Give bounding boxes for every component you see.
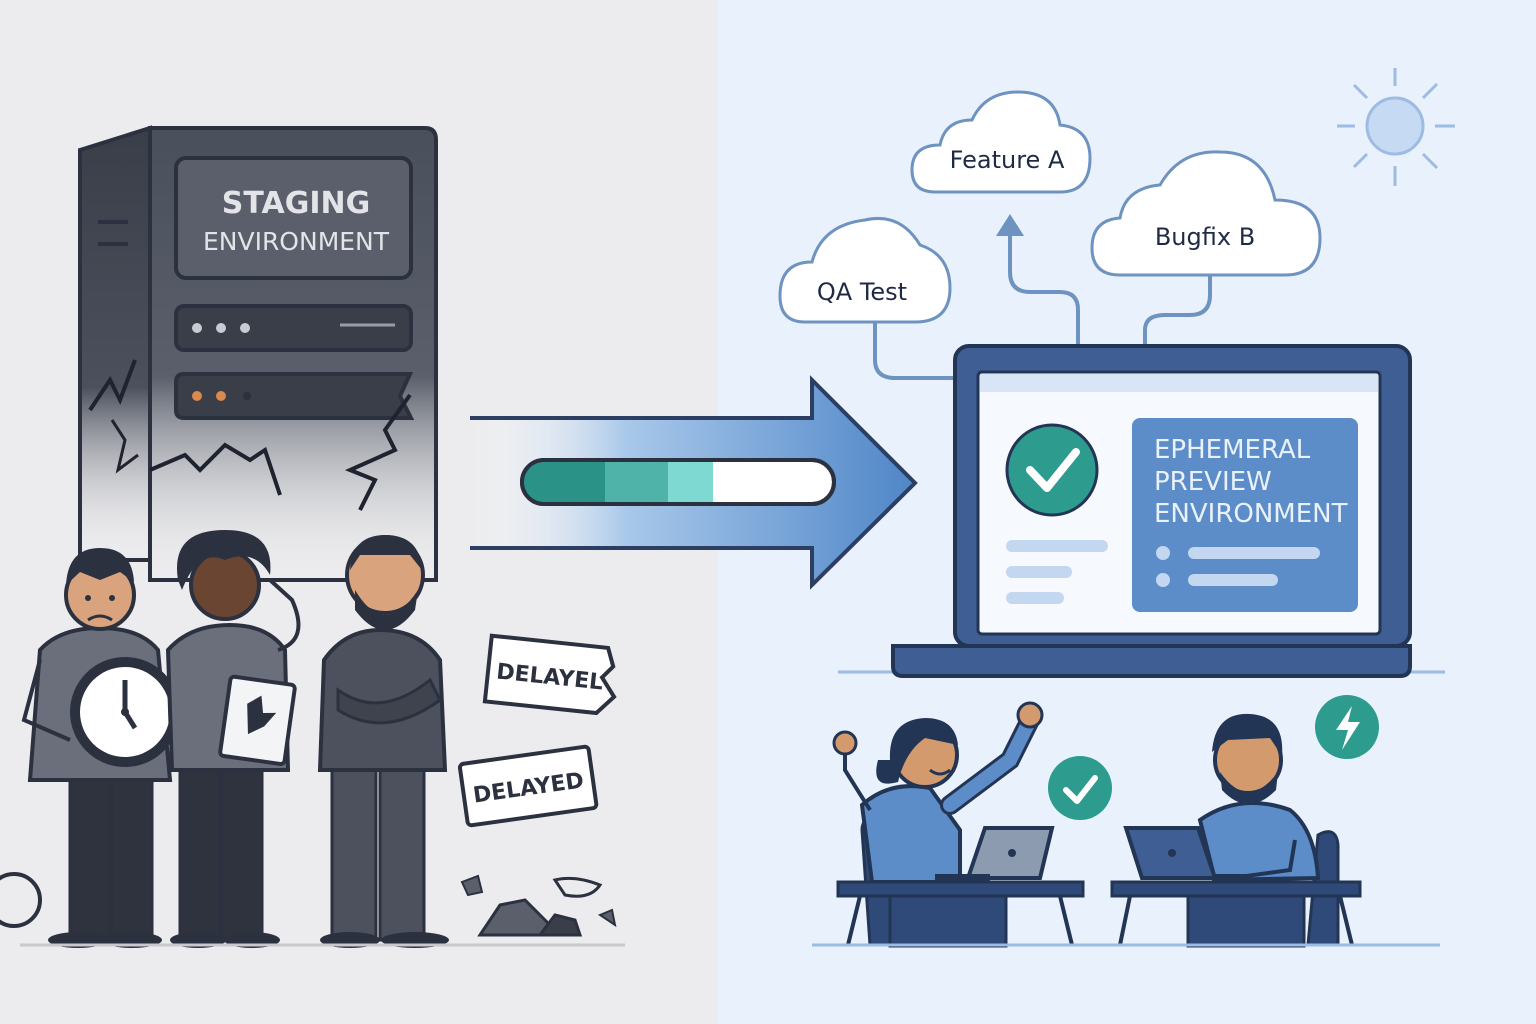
arrow-up-icon (996, 214, 1024, 236)
preview-laptop: EPHEMERAL PREVIEW ENVIRONMENT (838, 344, 1445, 678)
cloud-connectors (873, 230, 1212, 380)
cloud-qa-test-label: QA Test (817, 278, 907, 306)
person-with-clock (21, 548, 180, 948)
cloud-feature-a: Feature A (910, 90, 1092, 194)
progress-bar (520, 458, 836, 506)
person-with-broken-tablet (165, 530, 301, 948)
checkmark-icon (1048, 756, 1112, 820)
progress-segment-2 (605, 462, 668, 502)
delayed-badge: DELAYED (457, 744, 599, 828)
rubble (0, 872, 617, 937)
preview-title-line2: PREVIEW (1154, 467, 1272, 497)
preview-title-line3: ENVIRONMENT (1154, 499, 1348, 529)
delayed-badge-torn: DELAYEL (482, 633, 617, 716)
preview-title-line1: EPHEMERAL (1154, 435, 1311, 465)
lightning-icon (1315, 695, 1379, 759)
staging-title-line2: ENVIRONMENT (203, 227, 390, 256)
cloud-feature-a-label: Feature A (950, 146, 1065, 174)
desk-right (1110, 826, 1362, 948)
crack-2 (149, 442, 282, 496)
drive-bay-1 (174, 304, 413, 352)
cloud-bugfix-b-label: Bugfix B (1155, 223, 1255, 251)
staging-label-panel (174, 156, 413, 280)
cloud-qa-test: QA Test (778, 216, 952, 324)
crack-1 (88, 359, 137, 412)
crack-3 (344, 393, 412, 511)
progress-segment-1 (524, 462, 605, 502)
checkmark-icon (1005, 423, 1099, 517)
staging-title-line1: STAGING (222, 186, 370, 221)
staging-server: STAGING ENVIRONMENT (78, 125, 438, 582)
drive-bay-2 (174, 372, 415, 420)
person-arms-crossed (317, 535, 449, 948)
desk-left (836, 826, 1085, 948)
preview-panel (1132, 418, 1358, 612)
broken-tablet (218, 674, 297, 766)
progress-segment-3 (668, 462, 713, 502)
laptop-base (891, 644, 1412, 678)
clock-icon (70, 657, 180, 767)
sun-icon (1337, 68, 1455, 186)
cloud-bugfix-b: Bugfix B (1090, 150, 1322, 277)
